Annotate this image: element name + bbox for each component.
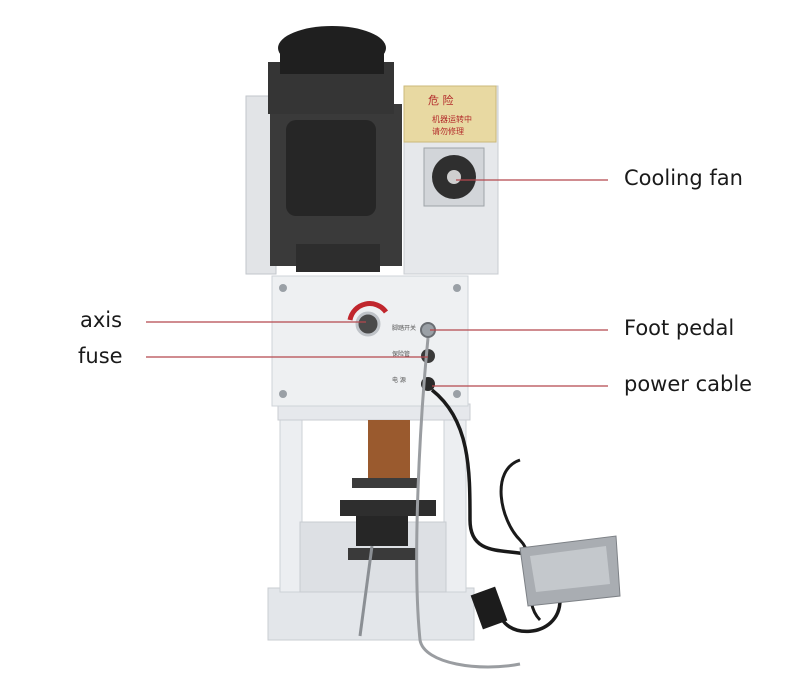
warning-line-1: 机器运转中: [432, 114, 472, 124]
motor: [245, 26, 402, 275]
label-foot-pedal: Foot pedal: [624, 316, 735, 340]
panel-text-power: 电 源: [392, 376, 406, 384]
foot-pedal: [519, 535, 621, 607]
lower-frame: [267, 403, 475, 641]
panel-text-fuse: 保险管: [392, 350, 410, 358]
label-axis: axis: [80, 308, 123, 332]
label-cooling-fan: Cooling fan: [624, 166, 743, 190]
control-box: [403, 85, 499, 275]
label-power-cable: power cable: [624, 372, 753, 396]
callout-lines: [146, 179, 608, 387]
warning-line-2: 请勿修理: [432, 126, 464, 136]
main-housing: [271, 275, 469, 407]
panel-text-foot-switch: 脚踏开关: [392, 324, 416, 332]
crimp-head: [340, 420, 436, 637]
warning-title: 危 险: [428, 93, 454, 107]
label-fuse: fuse: [78, 344, 123, 368]
